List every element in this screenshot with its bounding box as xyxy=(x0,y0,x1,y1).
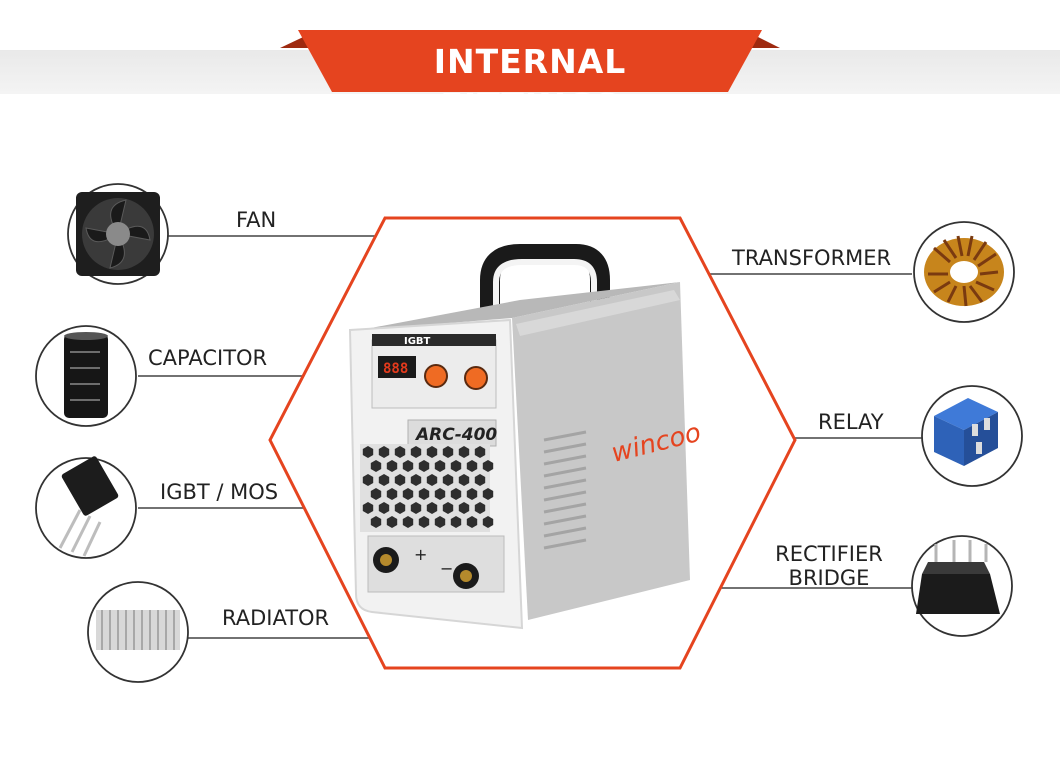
grille-hole xyxy=(410,446,422,458)
grille-hole xyxy=(402,516,414,528)
grille-hole xyxy=(450,516,462,528)
banner-title: INTERNAL FITTINGS xyxy=(433,42,627,125)
grille-hole xyxy=(482,516,494,528)
label-rectifier-line2: BRIDGE xyxy=(788,566,870,590)
grille-hole xyxy=(362,502,374,514)
machine-top xyxy=(360,282,680,330)
label-rectifier-line1: RECTIFIER xyxy=(775,542,883,566)
grille-hole xyxy=(370,460,382,472)
grille-hole xyxy=(482,460,494,472)
grille-hole xyxy=(418,460,430,472)
plus-sign: + xyxy=(414,545,427,564)
grille-hole xyxy=(466,460,478,472)
grille-hole xyxy=(426,446,438,458)
label-radiator: RADIATOR xyxy=(222,606,330,630)
grille-hole xyxy=(434,460,446,472)
grille-hole xyxy=(394,502,406,514)
label-igbt: IGBT / MOS xyxy=(160,480,279,504)
force-knob xyxy=(464,366,488,390)
grille-hole xyxy=(378,474,390,486)
grille-hole xyxy=(474,502,486,514)
grille-hole xyxy=(458,446,470,458)
component-rectifier xyxy=(911,535,1013,637)
grille-hole xyxy=(386,460,398,472)
connector-lines xyxy=(138,235,922,639)
grille-hole xyxy=(386,488,398,500)
label-capacitor: CAPACITOR xyxy=(148,346,268,370)
digital-display xyxy=(378,356,416,378)
grille-hole xyxy=(410,502,422,514)
grille-hole xyxy=(362,446,374,458)
minus-sign: − xyxy=(440,559,453,578)
grille-hole xyxy=(466,488,478,500)
grille-hole xyxy=(450,460,462,472)
relay-icon xyxy=(934,398,998,430)
radiator-icon xyxy=(96,610,180,650)
rectifier-icon xyxy=(916,574,1000,614)
grille-hole xyxy=(394,446,406,458)
component-relay xyxy=(921,385,1023,487)
grille-hole xyxy=(466,516,478,528)
grille-hole xyxy=(386,516,398,528)
grille-hole xyxy=(434,488,446,500)
grille-hole xyxy=(378,502,390,514)
grille-hole xyxy=(402,460,414,472)
label-fan: FAN xyxy=(236,208,277,232)
display-readout: 888 xyxy=(383,361,408,377)
grille-hole xyxy=(474,446,486,458)
component-igbt xyxy=(35,456,137,559)
grille-hole xyxy=(370,488,382,500)
grille-hole xyxy=(482,488,494,500)
grille-hole xyxy=(442,502,454,514)
grille-hole xyxy=(450,488,462,500)
component-radiator xyxy=(87,581,189,683)
grille-holes xyxy=(362,446,494,528)
component-fan xyxy=(67,183,169,285)
grille-hole xyxy=(410,474,422,486)
component-capacitor xyxy=(35,325,137,427)
grille-hole xyxy=(394,474,406,486)
igbt-icon xyxy=(61,456,119,516)
component-transformer xyxy=(913,221,1015,323)
label-relay: RELAY xyxy=(818,410,884,434)
grille-hole xyxy=(370,516,382,528)
grille-hole xyxy=(426,474,438,486)
current-knob xyxy=(424,364,448,388)
grille-hole xyxy=(418,488,430,500)
grille-hole xyxy=(458,474,470,486)
capacitor-icon xyxy=(64,334,108,418)
grille-hole xyxy=(434,516,446,528)
welding-machine: IGBT 888 ARC-400 + − wincoo xyxy=(348,244,704,630)
banner-ribbon xyxy=(298,30,762,92)
label-transformer: TRANSFORMER xyxy=(732,246,892,270)
model-plate xyxy=(407,419,497,447)
panel-badge: IGBT xyxy=(404,336,431,347)
machine-side xyxy=(512,282,690,620)
grille-hole xyxy=(402,488,414,500)
label-rectifier: RECTIFIER BRIDGE xyxy=(764,542,894,590)
model-label: ARC-400 xyxy=(414,425,497,445)
grille-hole xyxy=(442,474,454,486)
grille-hole xyxy=(418,516,430,528)
side-vents xyxy=(543,430,587,550)
machine-handle xyxy=(480,244,610,312)
grille-hole xyxy=(474,474,486,486)
grille-hole xyxy=(378,446,390,458)
grille-hole xyxy=(458,502,470,514)
grille-hole xyxy=(442,446,454,458)
grille-hole xyxy=(426,502,438,514)
grille-hole xyxy=(362,474,374,486)
